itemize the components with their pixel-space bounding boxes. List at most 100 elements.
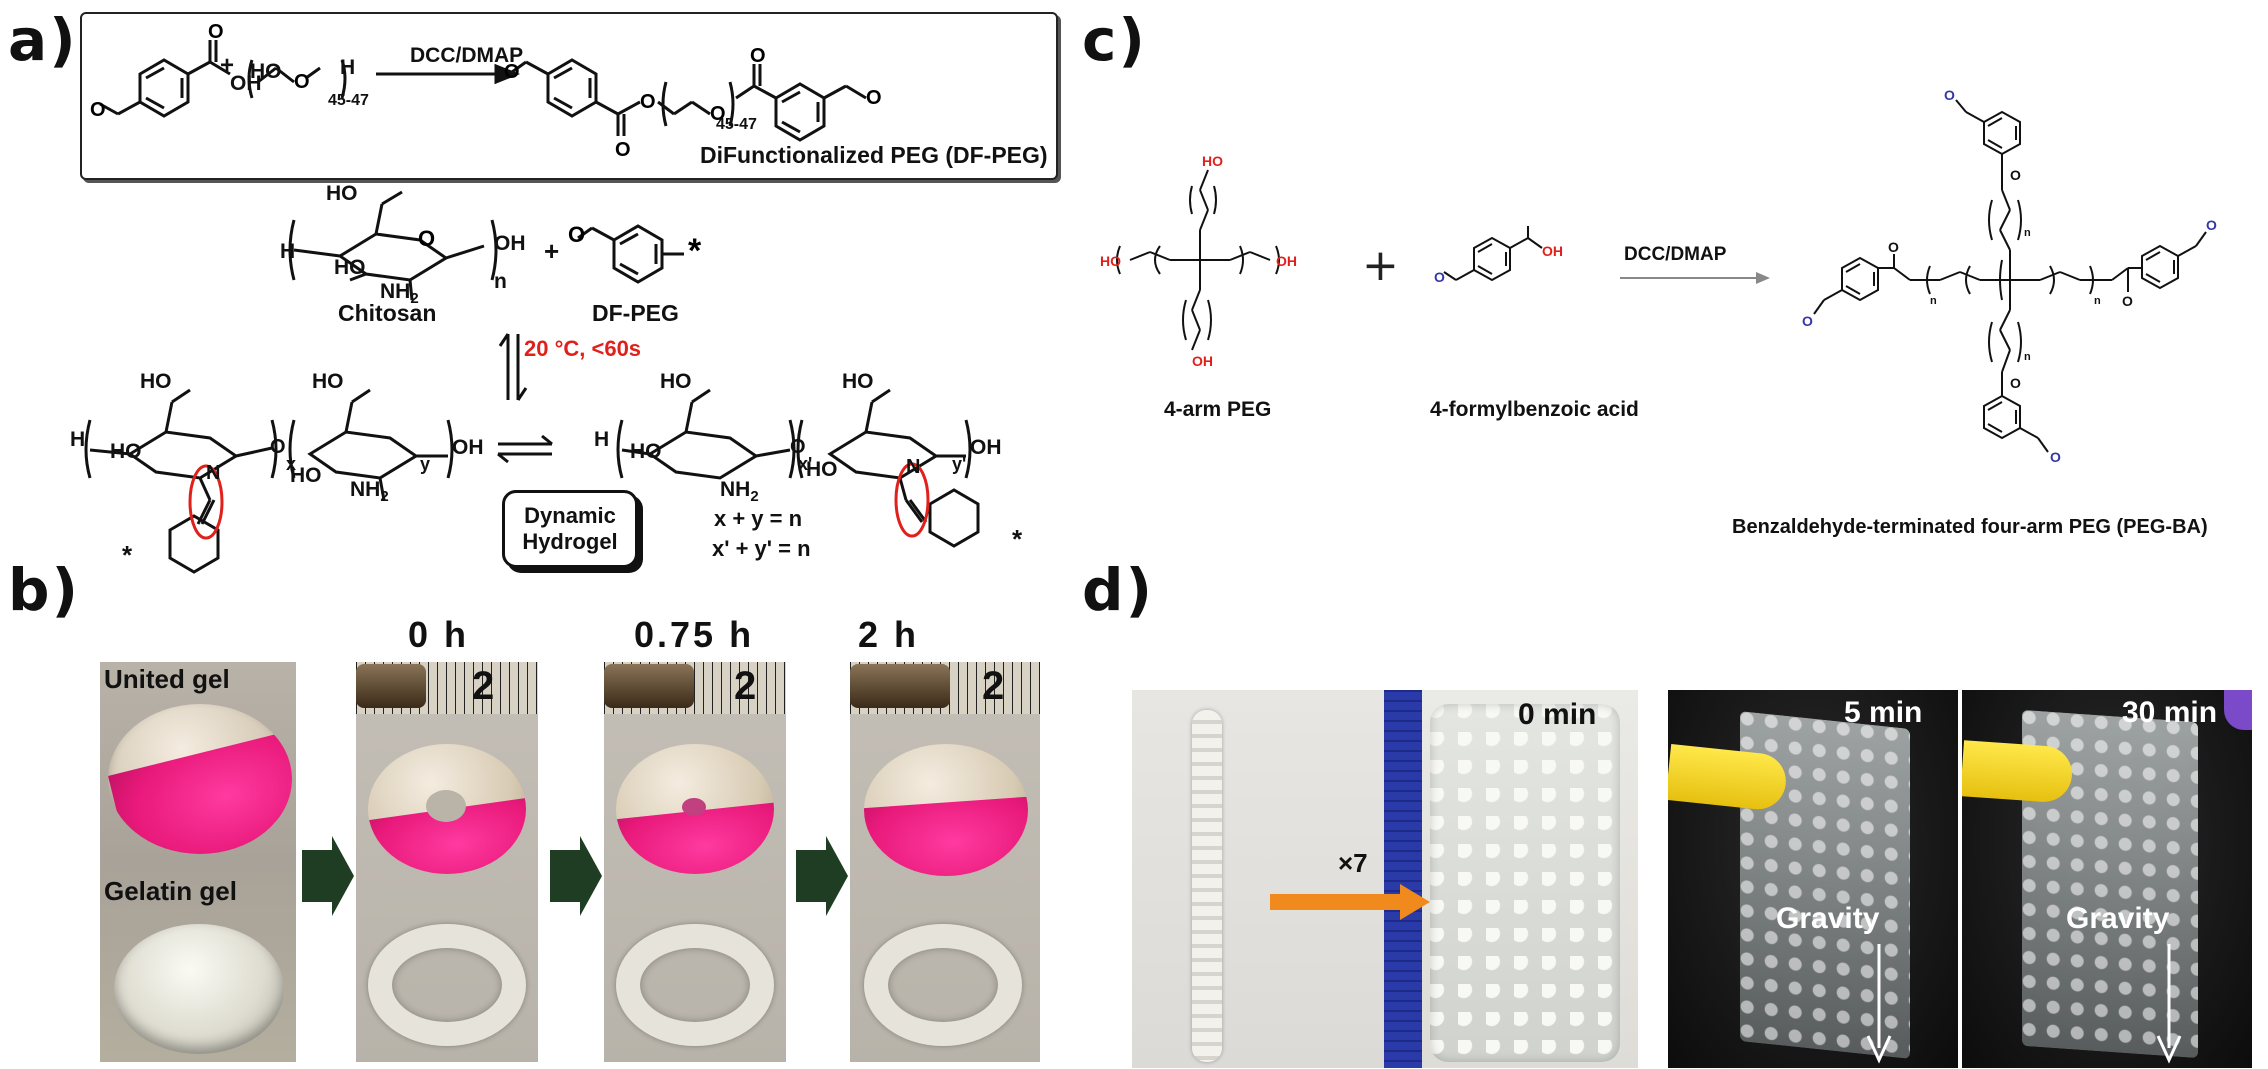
ho-label: HO bbox=[250, 60, 282, 83]
svg-text:OH: OH bbox=[1192, 353, 1213, 369]
time-label-0h: 0 h bbox=[408, 614, 470, 655]
ruler-mark: 2 bbox=[982, 664, 1005, 708]
hydrogel-line-2: Hydrogel bbox=[522, 529, 618, 554]
o-right: O bbox=[790, 436, 806, 458]
formylbenzoic-acid-structure: O OH bbox=[1434, 226, 1563, 285]
gel-ring-united bbox=[368, 744, 526, 874]
ho-hydrogel-8: HO bbox=[806, 458, 838, 481]
hydrogel-line-1: Dynamic bbox=[524, 503, 616, 528]
nh2-hydrogel-1: NH2 bbox=[350, 478, 389, 506]
photo-2h: 2 bbox=[850, 662, 1040, 1062]
star-right: * bbox=[1012, 524, 1023, 554]
panel-d: 0 min ×7 5 min Gravity 30 min Gravity bbox=[1130, 680, 2268, 1069]
n-atom-right: N bbox=[906, 456, 921, 478]
reagent-label-c: DCC/DMAP bbox=[1624, 244, 1727, 265]
time-label-075h: 0.75 h bbox=[634, 614, 755, 655]
gravity-arrow-30min bbox=[2156, 944, 2182, 1064]
svg-text:O: O bbox=[1944, 87, 1955, 103]
oh-hydrogel-1: OH bbox=[452, 436, 484, 459]
svg-text:O: O bbox=[640, 91, 656, 113]
svg-text:O: O bbox=[2122, 293, 2133, 309]
reagent-label-a: DCC/DMAP bbox=[410, 44, 524, 67]
photo-strand bbox=[1132, 690, 1384, 1068]
expansion-multiplier: ×7 bbox=[1338, 848, 1368, 878]
gravity-label-5min: Gravity bbox=[1776, 902, 1880, 935]
reactant-4-arm-peg: 4-arm PEG bbox=[1164, 398, 1272, 421]
time-label-5min: 5 min bbox=[1844, 696, 1923, 729]
ho-hydrogel-1: HO bbox=[140, 370, 172, 393]
svg-text:OH: OH bbox=[1542, 243, 1563, 259]
ho-hydrogel-5: HO bbox=[660, 370, 692, 393]
gel-ring-united bbox=[616, 744, 774, 874]
equation-2: x' + y' = n bbox=[712, 536, 811, 561]
gelatin-gel-label: Gelatin gel bbox=[104, 876, 237, 906]
panel-a: O O O O O O O O O OH + HO H 45-47 DCC/DM… bbox=[0, 0, 1070, 574]
gelatin-gel-sample bbox=[114, 924, 284, 1054]
svg-text:O: O bbox=[208, 21, 224, 43]
yellow-tweezer bbox=[1962, 740, 2074, 804]
svg-text:O: O bbox=[1802, 313, 1813, 329]
ho-hydrogel-4: HO bbox=[290, 464, 322, 487]
hydrogel-sheet-0min bbox=[1430, 704, 1620, 1062]
photo-0min: 0 min bbox=[1384, 690, 1638, 1068]
arrow-green-3 bbox=[796, 836, 848, 916]
h-chitosan: H bbox=[280, 240, 296, 263]
svg-text:O: O bbox=[504, 61, 520, 83]
svg-text:O: O bbox=[2010, 375, 2021, 391]
dynamic-hydrogel-badge: Dynamic Hydrogel bbox=[502, 490, 638, 568]
svg-text:O: O bbox=[90, 99, 106, 121]
repeat-count-2: 45-47 bbox=[716, 116, 757, 133]
n-atom-left: N bbox=[206, 462, 221, 484]
panel-label-d: d) bbox=[1082, 556, 1155, 624]
svg-text:*: * bbox=[688, 232, 702, 270]
svg-text:n: n bbox=[1930, 295, 1937, 307]
photo-5min: 5 min Gravity bbox=[1668, 690, 1958, 1068]
svg-text:O: O bbox=[294, 71, 310, 93]
gravity-label-30min: Gravity bbox=[2066, 902, 2170, 935]
hydrogel-strand bbox=[1192, 710, 1222, 1062]
hydrogel-network-structure bbox=[84, 388, 980, 574]
clip bbox=[604, 664, 694, 708]
x-subscript: x bbox=[286, 454, 297, 474]
star-left: * bbox=[122, 540, 133, 570]
ho-chitosan: HO bbox=[326, 182, 358, 205]
photo-075h: 2 bbox=[604, 662, 786, 1062]
reactant-formylbenzoic-acid: 4-formylbenzoic acid bbox=[1430, 398, 1639, 421]
purple-object bbox=[2224, 690, 2252, 730]
expansion-arrow bbox=[1270, 884, 1430, 920]
arrow-green-1 bbox=[302, 836, 354, 916]
svg-text:n: n bbox=[2024, 351, 2031, 363]
df-peg-product-name: DiFunctionalized PEG (DF-PEG) bbox=[700, 142, 1048, 168]
time-label-2h: 2 h bbox=[858, 614, 920, 655]
photo-30min: 30 min Gravity bbox=[1962, 690, 2252, 1068]
united-gel-label: United gel bbox=[104, 664, 230, 694]
plus-sign-2: + bbox=[544, 236, 560, 266]
h-label: H bbox=[340, 56, 356, 79]
svg-text:O: O bbox=[750, 45, 766, 67]
panel-label-c: c) bbox=[1082, 6, 1147, 74]
reaction-arrow-c bbox=[1620, 272, 1770, 284]
nh2-hydrogel-2: NH2 bbox=[720, 478, 759, 506]
svg-text:n: n bbox=[2094, 295, 2101, 307]
svg-text:O: O bbox=[2010, 167, 2021, 183]
gel-ring-gelatin bbox=[864, 924, 1022, 1046]
gel-ring-gelatin bbox=[616, 924, 774, 1046]
arrow-green-2 bbox=[550, 836, 602, 916]
united-gel-sample bbox=[108, 704, 292, 854]
clip bbox=[850, 664, 950, 708]
equation-1: x + y = n bbox=[714, 506, 803, 531]
time-label-0min: 0 min bbox=[1518, 698, 1597, 731]
svg-text:O: O bbox=[866, 87, 882, 109]
reaction-condition: 20 °C, <60s bbox=[524, 336, 642, 361]
plus-sign-c: + bbox=[1362, 240, 1399, 291]
oh-hydrogel-2: OH bbox=[970, 436, 1002, 459]
ho-hydrogel-6: HO bbox=[630, 440, 662, 463]
svg-text:O: O bbox=[2206, 217, 2217, 233]
svg-text:HO: HO bbox=[1202, 153, 1223, 169]
photo-initial-gels: United gel Gelatin gel bbox=[100, 662, 296, 1062]
xprime-subscript: x' bbox=[798, 454, 813, 474]
svg-text:OH: OH bbox=[1276, 253, 1297, 269]
ruler-mark: 2 bbox=[472, 664, 495, 708]
h-right: H bbox=[594, 428, 610, 451]
svg-text:HO: HO bbox=[1100, 253, 1121, 269]
